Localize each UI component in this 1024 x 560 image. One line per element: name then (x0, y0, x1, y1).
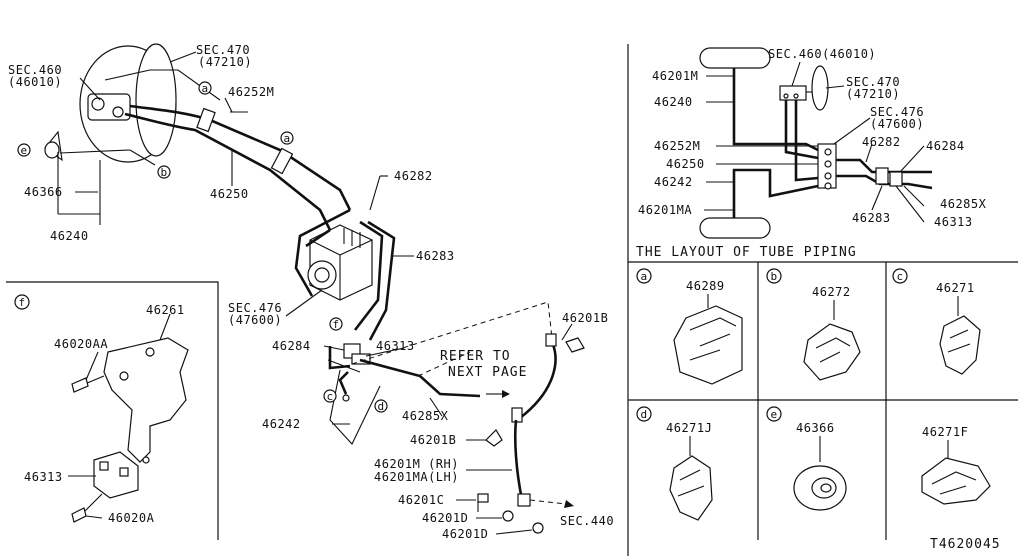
label-46201B-mid: 46201B (410, 433, 456, 447)
clip-cell-b: b 46272 (766, 268, 861, 381)
label-46366: 46366 (24, 185, 63, 199)
layout-title: THE LAYOUT OF TUBE PIPING (636, 245, 857, 260)
label-46201MA: 46201MA(LH) (374, 470, 459, 484)
leader-lines (57, 51, 573, 535)
label-46284: 46284 (272, 339, 311, 353)
clip-part-46289: 46289 (686, 279, 725, 293)
abs-actuator (307, 224, 373, 301)
label-46313-inset: 46313 (24, 470, 63, 484)
layout-label-46313: 46313 (934, 215, 973, 229)
label-sec440: SEC.440 (560, 514, 614, 528)
label-46240: 46240 (50, 229, 89, 243)
callout-circle-c: c (323, 389, 337, 403)
callout-circle-a1: a (198, 81, 212, 95)
clip-letter-c: c (896, 270, 903, 283)
label-46285X: 46285X (402, 409, 449, 423)
clip-cell-d: d 46271J (636, 406, 713, 521)
clip-part-46272: 46272 (812, 285, 851, 299)
layout-label-46240: 46240 (654, 95, 693, 109)
label-46242: 46242 (262, 417, 301, 431)
label-46313: 46313 (376, 339, 415, 353)
layout-label-46252M: 46252M (654, 139, 700, 153)
label-sec460-sub: (46010) (8, 75, 62, 89)
clip-cell-a: a 46289 (636, 268, 743, 385)
label-46020AA: 46020AA (54, 337, 108, 351)
refer-to-line1: REFER TO (440, 349, 511, 364)
clip-letter-e: e (770, 408, 777, 421)
clip-letter-b: b (770, 270, 777, 283)
layout-label-46284: 46284 (926, 139, 965, 153)
clip-letter-d: d (640, 408, 647, 421)
svg-text:a: a (201, 82, 208, 95)
clip-letter-a: a (640, 270, 647, 283)
layout-label-sec470: SEC.470 (846, 75, 900, 89)
layout-label-sec476-sub: (47600) (870, 117, 924, 131)
label-46252M: 46252M (228, 85, 274, 99)
label-46261: 46261 (146, 303, 185, 317)
clip-part-46271: 46271 (936, 281, 975, 295)
clip-cell-c: c 46271 (892, 268, 981, 375)
label-46282: 46282 (394, 169, 433, 183)
label-46201B-top: 46201B (562, 311, 608, 325)
label-sec476-sub: (47600) (228, 313, 282, 327)
svg-text:f: f (332, 318, 339, 331)
layout-label-sec476: SEC.476 (870, 105, 924, 119)
layout-label-46250: 46250 (666, 157, 705, 171)
inset-f: f 46261 46020AA 46313 46020A (6, 281, 219, 540)
svg-text:e: e (20, 144, 27, 157)
svg-text:c: c (326, 390, 333, 403)
clip-part-46271F: 46271F (922, 425, 968, 439)
callout-circle-f: f (329, 317, 343, 331)
label-46020A: 46020A (108, 511, 155, 525)
label-sec476: SEC.476 (228, 301, 282, 315)
clip-cell-f: 46271F (921, 425, 991, 505)
layout-label-46282: 46282 (862, 135, 901, 149)
svg-text:b: b (160, 166, 167, 179)
label-46201D-b: 46201D (442, 527, 488, 541)
label-sec460: SEC.460 (8, 63, 62, 77)
label-46201D-a: 46201D (422, 511, 468, 525)
drawing-id: T4620045 (930, 537, 1001, 552)
layout-label-46242: 46242 (654, 175, 693, 189)
label-46283: 46283 (416, 249, 455, 263)
label-sec470-sub: (47210) (198, 55, 252, 69)
svg-text:a: a (283, 132, 290, 145)
clip-grid: a 46289 b 46272 c 46271 (628, 261, 1018, 540)
label-sec470: SEC.470 (196, 43, 250, 57)
layout-label-46285X: 46285X (940, 197, 987, 211)
label-46250: 46250 (210, 187, 249, 201)
refer-to-line2: NEXT PAGE (448, 365, 527, 380)
callout-circle-e: e (17, 143, 31, 157)
callout-circle-a2: a (280, 131, 294, 145)
brake-booster (79, 43, 177, 163)
layout-label-46201MA: 46201MA (638, 203, 692, 217)
layout-label-sec460: SEC.460(46010) (768, 47, 876, 61)
layout-label-46201M: 46201M (652, 69, 698, 83)
clip-part-46366: 46366 (796, 421, 835, 435)
label-46201C: 46201C (398, 493, 444, 507)
label-46201M: 46201M (RH) (374, 457, 459, 471)
layout-label-46283: 46283 (852, 211, 891, 225)
callout-circle-b: b (157, 165, 171, 179)
layout-label-sec470-sub: (47210) (846, 87, 900, 101)
clip-part-46271J: 46271J (666, 421, 712, 435)
callout-circle-d: d (374, 399, 388, 413)
main-view: a a b e f c d SEC.460 (46010) SEC.470 (4… (8, 43, 614, 541)
layout-panel: 46201M 46240 46252M 46250 46242 46201MA … (627, 44, 1018, 556)
clip-cell-e: e 46366 (766, 406, 847, 511)
svg-text:d: d (377, 400, 384, 413)
inset-f-letter: f (18, 296, 25, 309)
